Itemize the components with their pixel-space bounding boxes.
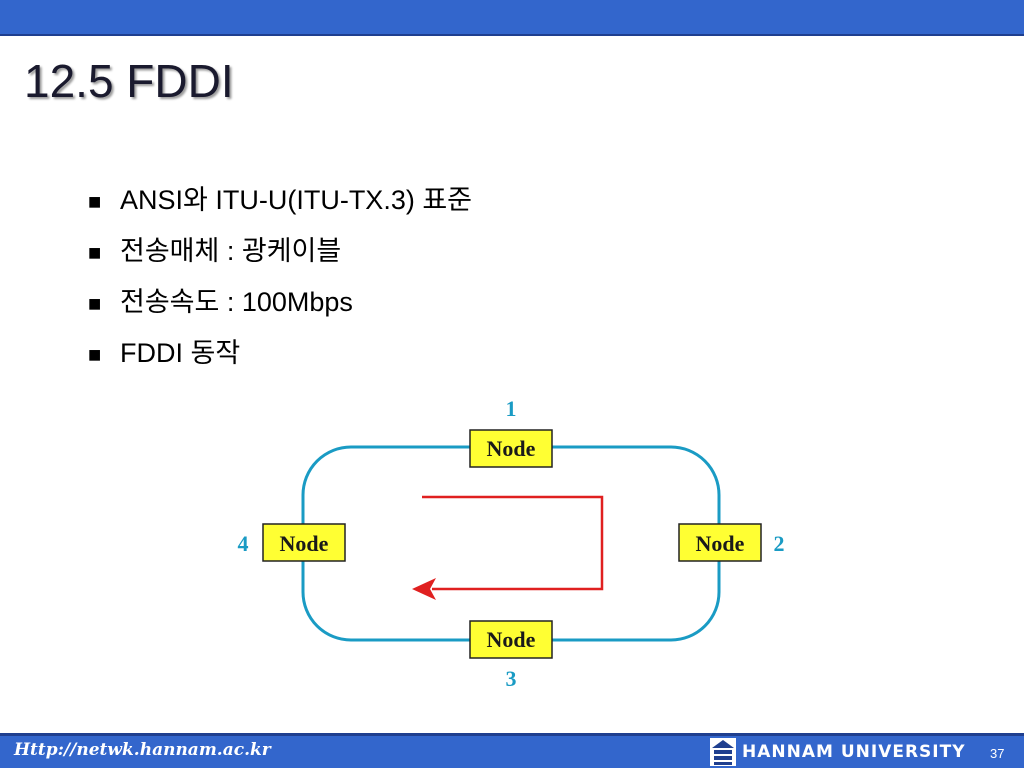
bullet-item: ■ ANSI와 ITU-U(ITU-TX.3) 표준 [88, 180, 472, 231]
bullet-text: FDDI 동작 [120, 338, 241, 368]
node-3-label: Node [487, 627, 536, 652]
bullet-text: 전송속도 : 100Mbps [120, 287, 353, 317]
node-4-label: Node [280, 531, 329, 556]
bullet-text: 전송매체 : 광케이블 [120, 236, 342, 266]
bullet-item: ■ FDDI 동작 [88, 333, 472, 384]
bullet-item: ■ 전송속도 : 100Mbps [88, 282, 472, 333]
bullet-item: ■ 전송매체 : 광케이블 [88, 231, 472, 282]
node-3-number: 3 [506, 666, 517, 691]
bullet-square-icon: ■ [88, 342, 102, 367]
fddi-ring [301, 445, 721, 642]
top-banner [0, 0, 1024, 34]
slide-title: 12.5 FDDI [24, 55, 234, 107]
footer-url-link[interactable]: Http://netwk.hannam.ac.kr [14, 740, 271, 760]
node-4-number: 4 [238, 531, 249, 556]
node-1-number: 1 [506, 396, 517, 421]
node-4: Node 4 [238, 523, 346, 562]
page-number: 37 [990, 746, 1005, 761]
top-divider [0, 34, 1024, 36]
node-1: Node 1 [469, 396, 553, 468]
bullet-list: ■ ANSI와 ITU-U(ITU-TX.3) 표준 ■ 전송매체 : 광케이블 ■… [88, 180, 472, 384]
hannam-logo-icon [710, 738, 736, 766]
footer-banner [0, 736, 1024, 768]
university-name: HANNAM UNIVERSITY [742, 742, 966, 762]
arrow-head-icon [412, 578, 436, 600]
bullet-text: ANSI와 ITU-U(ITU-TX.3) 표준 [120, 185, 473, 215]
bullet-square-icon: ■ [88, 240, 102, 265]
data-flow-arrow [422, 495, 604, 591]
node-1-label: Node [487, 436, 536, 461]
footer-divider [0, 733, 1024, 736]
bullet-square-icon: ■ [88, 189, 102, 214]
bullet-square-icon: ■ [88, 291, 102, 316]
node-3: Node 3 [469, 620, 553, 691]
node-2-number: 2 [774, 531, 785, 556]
node-2: Node 2 [678, 523, 785, 562]
node-2-label: Node [696, 531, 745, 556]
